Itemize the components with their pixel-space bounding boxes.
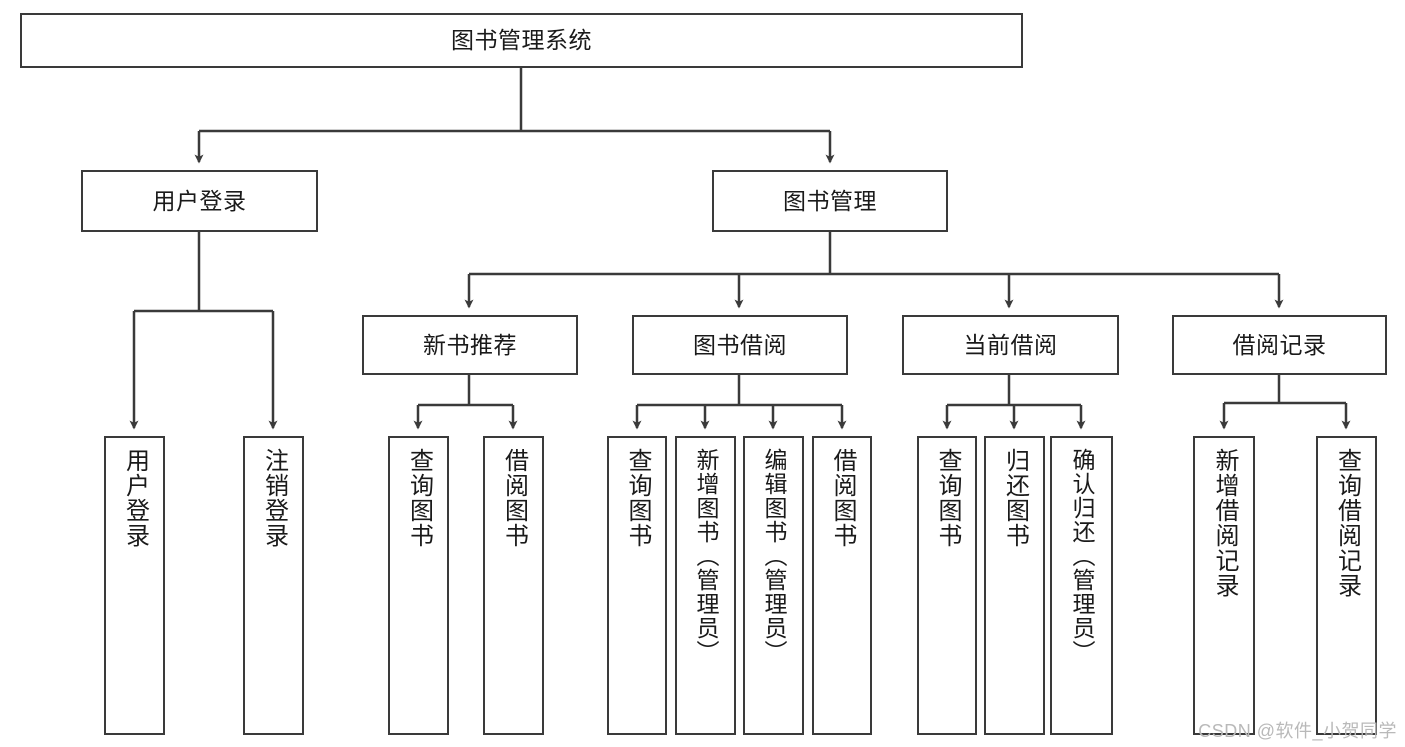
node-book-management[interactable]: 图书管理 — [712, 170, 948, 232]
leaf-user-login-1[interactable]: 用户登录 — [104, 436, 165, 735]
node-label: 新增借阅记录 — [1210, 448, 1238, 598]
node-label: 图书借阅 — [693, 331, 787, 358]
node-label: 图书管理系统 — [451, 27, 592, 53]
node-label: 借阅图书 — [500, 448, 528, 548]
node-label: 新书推荐 — [423, 331, 517, 358]
node-label: 图书管理 — [783, 187, 877, 214]
node-label: 查询图书 — [405, 448, 433, 548]
leaf-book-borrow-1[interactable]: 查询图书 — [607, 436, 667, 735]
node-label: 查询图书 — [933, 448, 961, 548]
leaf-current-borrow-2[interactable]: 归还图书 — [984, 436, 1045, 735]
leaf-current-borrow-3[interactable]: 确认归还（管理员） — [1050, 436, 1113, 735]
node-current-borrow[interactable]: 当前借阅 — [902, 315, 1119, 375]
node-new-book-recommend[interactable]: 新书推荐 — [362, 315, 578, 375]
node-label: 查询图书 — [623, 448, 651, 548]
leaf-new-book-2[interactable]: 借阅图书 — [483, 436, 544, 735]
leaf-book-borrow-3[interactable]: 编辑图书（管理员） — [743, 436, 804, 735]
node-book-borrow[interactable]: 图书借阅 — [632, 315, 848, 375]
node-label: 借阅记录 — [1232, 331, 1327, 358]
leaf-book-borrow-4[interactable]: 借阅图书 — [812, 436, 872, 735]
leaf-new-book-1[interactable]: 查询图书 — [388, 436, 449, 735]
watermark-text: CSDN @软件_小贺同学 — [1198, 721, 1397, 741]
node-label: 查询借阅记录 — [1333, 448, 1361, 598]
node-label: 注销登录 — [260, 448, 288, 548]
node-label: 确认归还（管理员） — [1069, 448, 1095, 664]
node-root-system[interactable]: 图书管理系统 — [20, 13, 1023, 68]
node-label: 当前借阅 — [963, 331, 1058, 358]
leaf-current-borrow-1[interactable]: 查询图书 — [917, 436, 977, 735]
node-label: 编辑图书（管理员） — [761, 448, 787, 664]
node-label: 归还图书 — [1001, 448, 1029, 548]
node-label: 用户登录 — [152, 187, 247, 214]
node-label: 用户登录 — [121, 448, 149, 548]
leaf-user-login-2[interactable]: 注销登录 — [243, 436, 304, 735]
node-label: 借阅图书 — [828, 448, 856, 548]
leaf-book-borrow-2[interactable]: 新增图书（管理员） — [675, 436, 736, 735]
node-label: 新增图书（管理员） — [693, 448, 719, 664]
leaf-borrow-record-1[interactable]: 新增借阅记录 — [1193, 436, 1255, 735]
leaf-borrow-record-2[interactable]: 查询借阅记录 — [1316, 436, 1377, 735]
node-borrow-record[interactable]: 借阅记录 — [1172, 315, 1387, 375]
node-user-login[interactable]: 用户登录 — [81, 170, 318, 232]
